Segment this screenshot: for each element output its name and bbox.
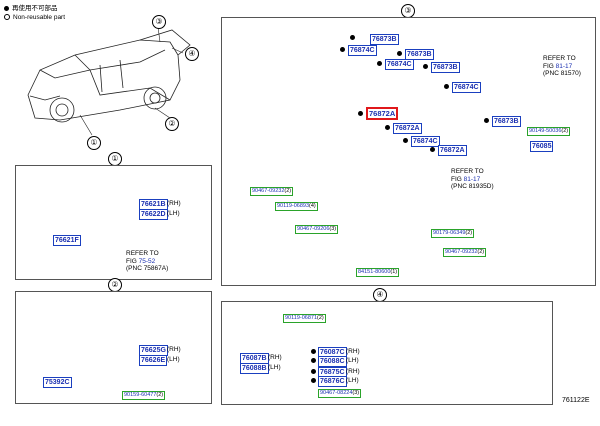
lh-label-4b: (LH) <box>346 357 359 364</box>
fig-link-81-17[interactable]: 81-17 <box>555 62 573 70</box>
rh-label-4c: (RH) <box>346 368 360 375</box>
part-76626E[interactable]: 76626E <box>139 355 168 366</box>
part-76872A-2[interactable]: 76872A <box>393 123 422 134</box>
illustration-code: 761122E <box>562 397 590 404</box>
part-76873B-3[interactable]: 76873B <box>431 62 460 73</box>
part-76872A-3[interactable]: 76872A <box>438 145 467 156</box>
part-row <box>350 33 357 42</box>
part-76874C-2[interactable]: 76874C <box>385 59 414 70</box>
part-76872A-highlighted[interactable]: 76872A <box>366 107 399 120</box>
callout-1[interactable]: ① <box>87 136 101 150</box>
part-90149-50036[interactable]: 90149-50036(2) <box>527 127 571 136</box>
part-90467-08224[interactable]: 90467-08224(3) <box>318 389 362 398</box>
rh-label-4b: (RH) <box>346 348 360 355</box>
panel-1 <box>15 165 212 280</box>
part-90467-09206[interactable]: 90467-09206(3) <box>295 225 339 234</box>
callout-4[interactable]: ④ <box>185 47 199 61</box>
part-76088C[interactable]: 76088C <box>318 356 347 367</box>
lh-label-4c: (LH) <box>346 377 359 384</box>
part-76622D[interactable]: 76622D <box>139 209 168 220</box>
part-90159-60477[interactable]: 90159-60477(2) <box>122 391 166 400</box>
part-75392C[interactable]: 75392C <box>43 377 72 388</box>
part-76876C[interactable]: 76876C <box>318 376 347 387</box>
part-90467-09232-a[interactable]: 90467-09232(2) <box>250 187 294 196</box>
part-76873B-4[interactable]: 76873B <box>492 116 521 127</box>
refer-to-75867A: REFER TO FIG 75-52 (PNC 75867A) <box>126 250 169 272</box>
part-76874C-1[interactable]: 76874C <box>348 45 377 56</box>
part-84151-80600[interactable]: 84151-80600(1) <box>356 268 400 277</box>
part-90179-06349[interactable]: 90179-06349(2) <box>431 229 475 238</box>
refer-to-81570: REFER TO FIG 81-17 (PNC 81570) <box>543 55 581 77</box>
panel-4-label: ④ <box>373 288 387 302</box>
part-76085[interactable]: 76085 <box>530 141 554 152</box>
callout-3[interactable]: ③ <box>152 15 166 29</box>
part-76873B-2[interactable]: 76873B <box>405 49 434 60</box>
lh-label: (LH) <box>167 210 180 217</box>
part-76874C-4[interactable]: 76874C <box>411 136 440 147</box>
part-90467-09232-b[interactable]: 90467-09232(2) <box>443 248 487 257</box>
panel-2-label: ② <box>108 278 122 292</box>
part-90119-06871[interactable]: 90119-06871(2) <box>283 314 326 323</box>
rh-label: (RH) <box>167 200 181 207</box>
panel-4 <box>221 301 553 405</box>
filled-dot-icon <box>4 5 9 11</box>
open-dot-icon <box>4 14 10 21</box>
part-76873B-1[interactable]: 76873B <box>370 34 399 45</box>
part-76621F[interactable]: 76621F <box>53 235 81 246</box>
refer-to-81935D: REFER TO FIG 81-17 (PNC 81935D) <box>451 168 494 190</box>
vehicle-illustration <box>27 29 191 123</box>
panel-3-label: ③ <box>401 4 415 18</box>
callout-2[interactable]: ② <box>165 117 179 131</box>
rh-label-2: (RH) <box>167 346 181 353</box>
legend-non-reusable: Non-reusable part <box>4 13 65 22</box>
part-76874C-3[interactable]: 76874C <box>452 82 481 93</box>
panel-1-label: ① <box>108 152 122 166</box>
lh-label-2: (LH) <box>167 356 180 363</box>
part-90119-06893[interactable]: 90119-06893(4) <box>275 202 318 211</box>
lh-label-4: (LH) <box>268 364 281 371</box>
legend: 再使用不可部品 Non-reusable part <box>4 4 65 22</box>
part-76088B[interactable]: 76088B <box>240 363 269 374</box>
legend-reusable: 再使用不可部品 <box>4 4 65 13</box>
fig-link-75-52[interactable]: 75-52 <box>138 257 156 265</box>
fig-link-81-17-b[interactable]: 81-17 <box>463 175 481 183</box>
rh-label-4: (RH) <box>268 354 282 361</box>
